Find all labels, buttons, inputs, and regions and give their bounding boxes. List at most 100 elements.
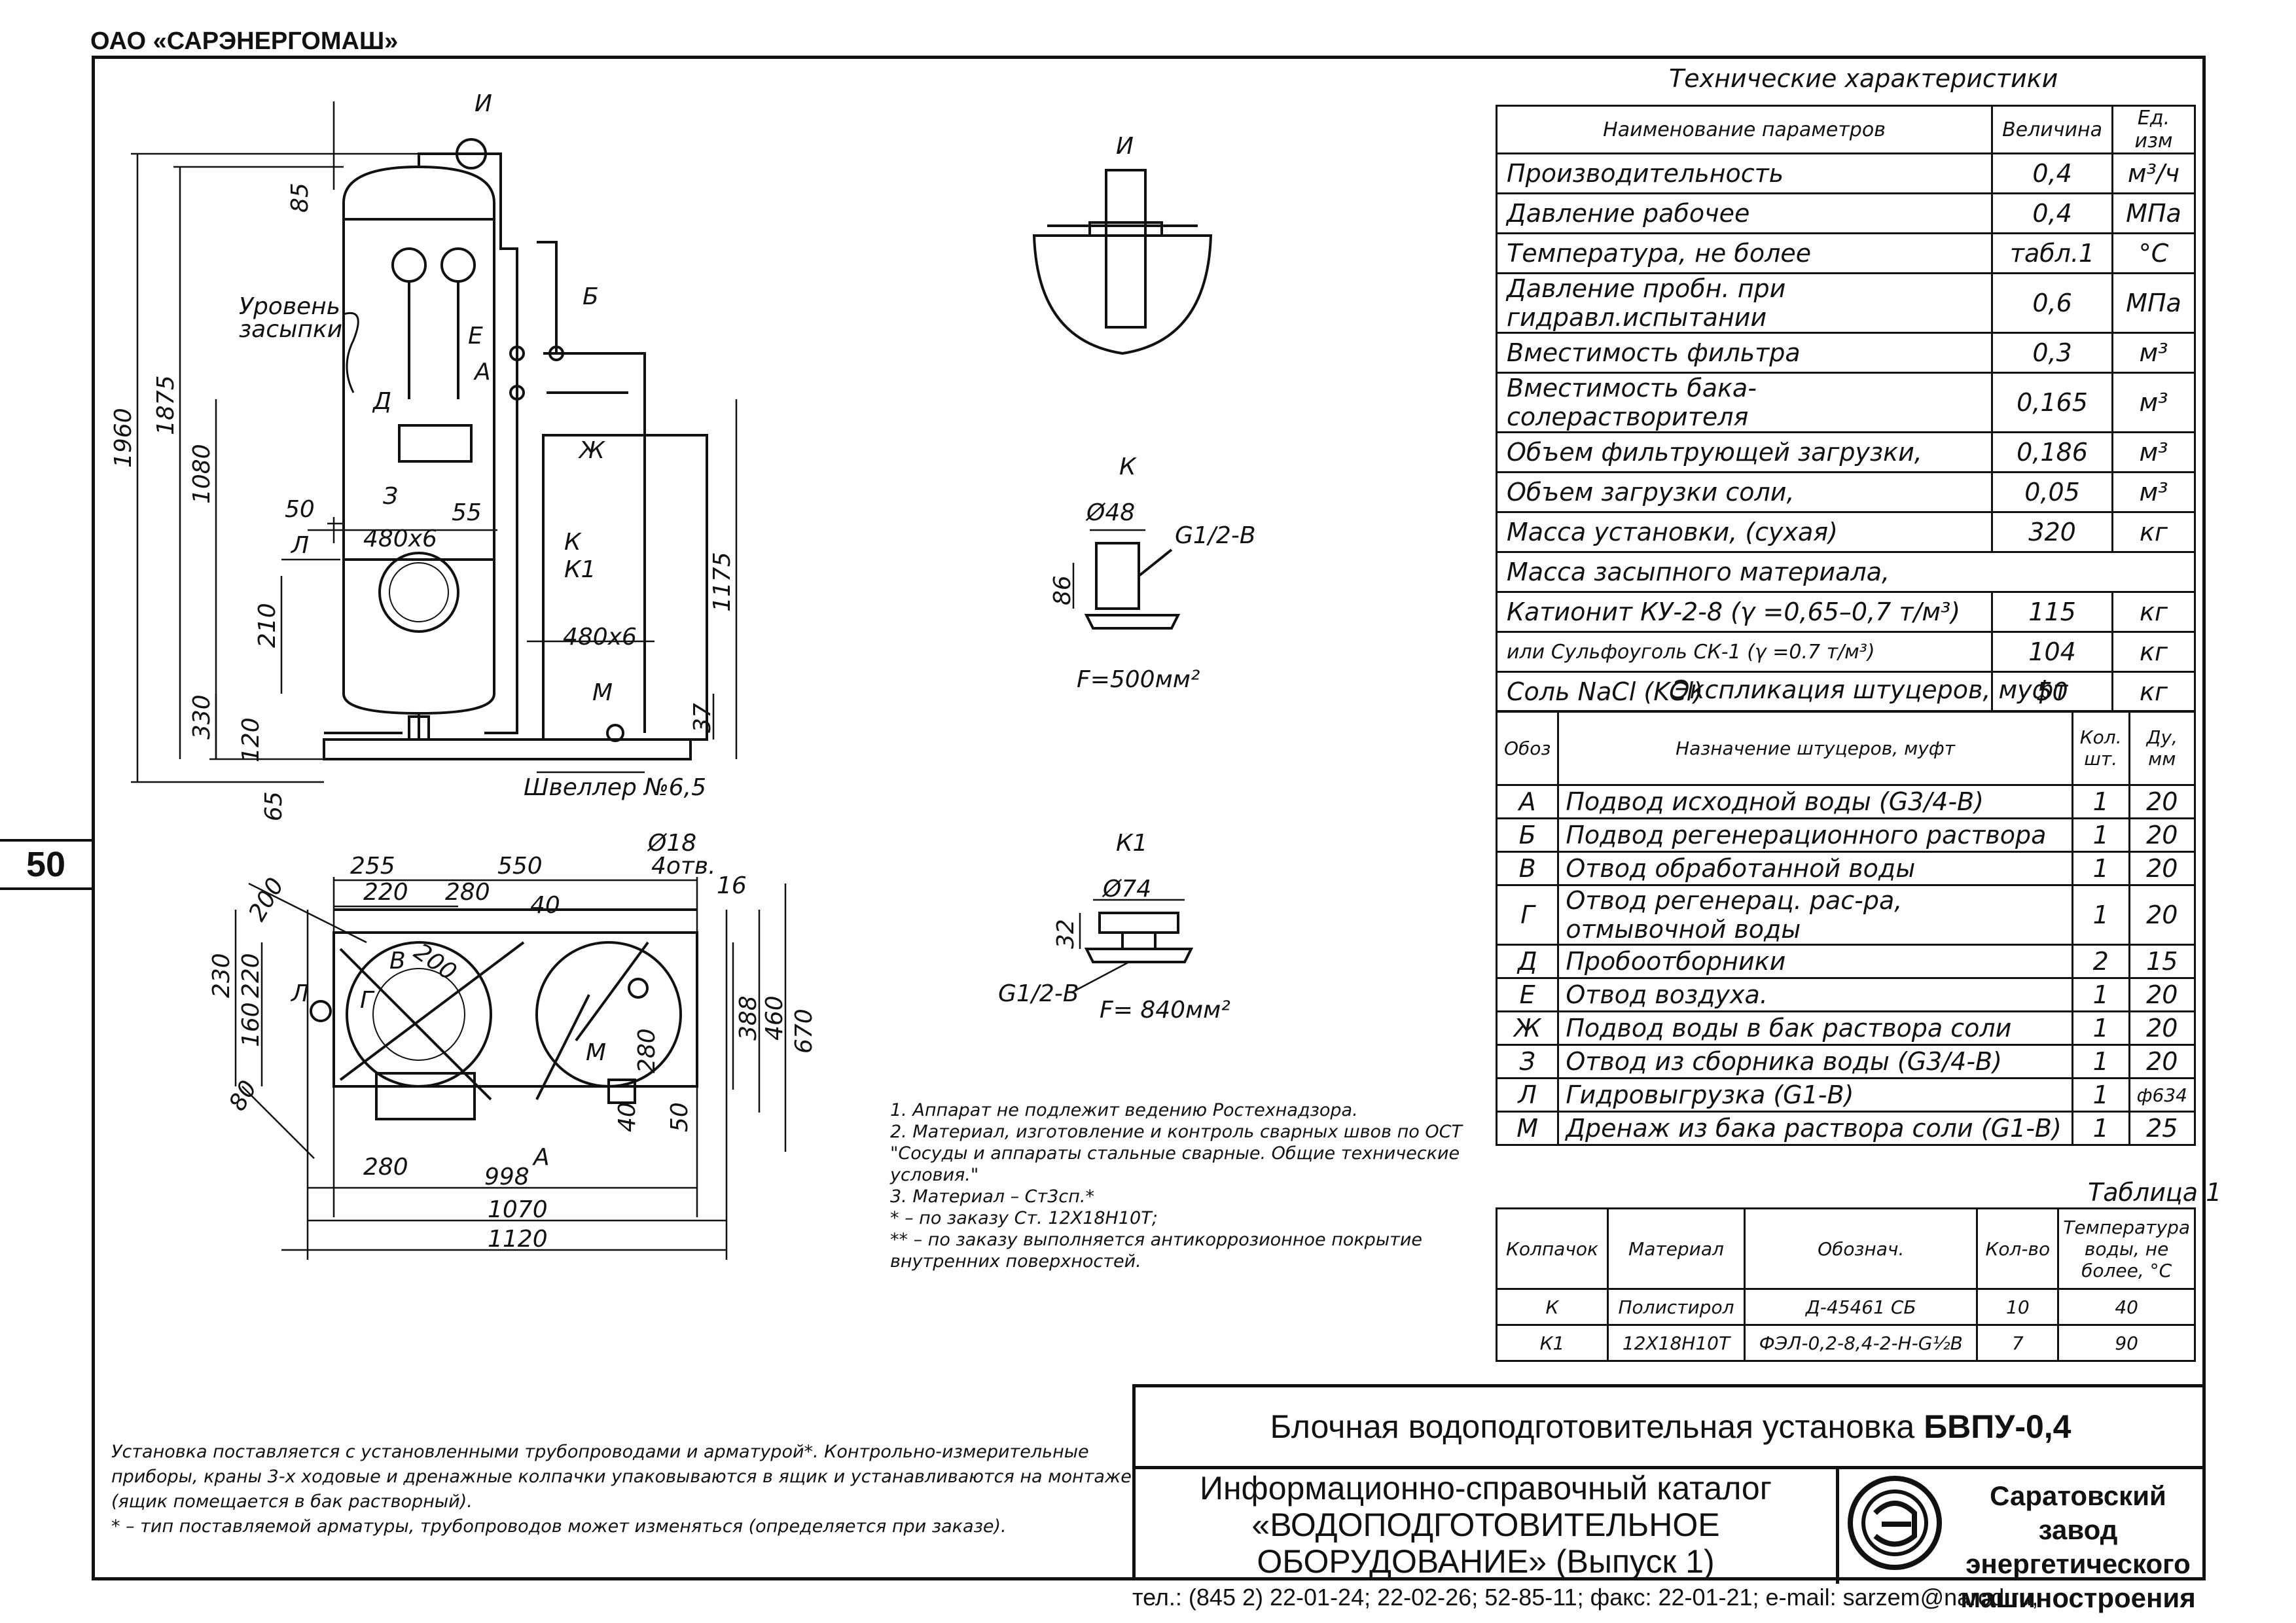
plan-filter-circle bbox=[346, 941, 492, 1088]
plan-mark-a: А bbox=[532, 1144, 550, 1171]
detail-i-shell bbox=[1032, 234, 1213, 355]
plan-dim-255: 255 bbox=[350, 853, 395, 880]
manufacturer-name: Саратовский завод энергетического машино… bbox=[1947, 1479, 2209, 1615]
mark-z: З bbox=[383, 483, 398, 510]
page-number: 50 bbox=[0, 839, 92, 890]
header-cell: Кол. шт. bbox=[2071, 710, 2130, 786]
plan-dim-80: 80 bbox=[224, 1076, 262, 1115]
mark-m: М bbox=[592, 679, 613, 706]
dim-1080: 1080 bbox=[188, 444, 215, 504]
param-unit: м³ bbox=[2111, 431, 2196, 473]
fitting-qty: 1 bbox=[2071, 1111, 2130, 1146]
detail-k1-dia: Ø74 bbox=[1102, 876, 1151, 902]
fitting-dn: 20 bbox=[2128, 851, 2197, 886]
plan-dim-200b: 200 bbox=[409, 938, 461, 986]
table-header-row: Наименование параметров Величина Ед. изм bbox=[1495, 105, 2196, 154]
plan-dim-hole-dia: Ø18 bbox=[647, 830, 696, 857]
dim-1960: 1960 bbox=[110, 408, 137, 468]
detail-i-label: И bbox=[1116, 133, 1134, 160]
specs-title: Технические характеристики bbox=[1669, 64, 2058, 93]
plan-dim-280b: 280 bbox=[363, 1154, 408, 1181]
fitting-qty: 2 bbox=[2071, 944, 2130, 979]
title-prefix: Блочная водоподготовительная установка bbox=[1270, 1408, 1915, 1445]
param-unit: кг bbox=[2111, 671, 2196, 713]
detail-k-label: К bbox=[1119, 454, 1137, 480]
plan-dim-50: 50 bbox=[666, 1102, 693, 1132]
note-line: * – по заказу Ст. 12Х18Н10Т; bbox=[890, 1208, 1158, 1228]
param-name: Масса установки, (сухая) bbox=[1495, 511, 1994, 553]
mark-a: А bbox=[473, 359, 491, 385]
plan-dim-160: 160 bbox=[238, 1002, 264, 1047]
fitting-dn: 20 bbox=[2128, 817, 2197, 853]
plan-dim-220b: 220 bbox=[238, 953, 264, 998]
fitting-code: М bbox=[1495, 1111, 1560, 1146]
plan-dim-280: 280 bbox=[445, 879, 490, 906]
fitting-dn: ф634 bbox=[2128, 1077, 2197, 1113]
fitting-purpose: Подвод воды в бак раствора соли bbox=[1557, 1010, 2073, 1046]
table-row: Масса засыпного материала, bbox=[1496, 551, 2196, 593]
fitting-code: Ж bbox=[1495, 1010, 1560, 1046]
detail-k-dia: Ø48 bbox=[1085, 499, 1135, 526]
header-cell: Обознач. bbox=[1744, 1207, 1979, 1290]
param-name: Давление рабочее bbox=[1495, 192, 1994, 234]
param-unit: МПа bbox=[2111, 272, 2196, 334]
dim-120: 120 bbox=[238, 717, 264, 762]
param-name: Производительность bbox=[1495, 152, 1994, 194]
param-unit: кг bbox=[2111, 511, 2196, 553]
param-value: 320 bbox=[1991, 511, 2113, 553]
detail-k-cap bbox=[1095, 542, 1140, 610]
mark-k: К bbox=[564, 529, 582, 556]
fitting-qty: 1 bbox=[2071, 784, 2130, 819]
fitting-purpose: Дренаж из бака раствора соли (G1-В) bbox=[1557, 1111, 2073, 1146]
fitting-dn: 20 bbox=[2128, 977, 2197, 1012]
param-name: Объем загрузки соли, bbox=[1495, 471, 1994, 513]
detail-k-thread: G1/2-В bbox=[1175, 522, 1256, 549]
param-name: Катионит КУ-2-8 (γ =0,65–0,7 т/м³) bbox=[1495, 591, 1994, 633]
fitting-dn: 15 bbox=[2128, 944, 2197, 979]
fitting-purpose: Пробоотборники bbox=[1557, 944, 2073, 979]
title-block-title: Блочная водоподготовительная установка Б… bbox=[1136, 1387, 2206, 1469]
fitting-dn: 25 bbox=[2128, 1111, 2197, 1146]
fitting-code: З bbox=[1495, 1044, 1560, 1079]
maker-line: энергетического bbox=[1965, 1548, 2191, 1579]
detail-k1-area: F= 840мм² bbox=[1100, 997, 1230, 1024]
detail-k1-cap bbox=[1098, 912, 1179, 934]
param-name: Вместимость бака-солерастворителя bbox=[1495, 372, 1994, 433]
fitting-purpose: Отвод регенерац. рас-ра, отмывочной воды bbox=[1557, 884, 2073, 946]
plan-dim-holes: 4отв. bbox=[651, 853, 716, 880]
fitting-qty: 1 bbox=[2071, 1077, 2130, 1113]
param-value: 0,165 bbox=[1991, 372, 2113, 433]
header-cell: Величина bbox=[1991, 105, 2113, 154]
manhole-circle bbox=[378, 552, 459, 633]
fitting-purpose: Отвод из сборника воды (G3/4-В) bbox=[1557, 1044, 2073, 1079]
company-logo-icon bbox=[1848, 1476, 1942, 1570]
dim-1875: 1875 bbox=[152, 375, 179, 435]
mark-b: Б bbox=[583, 283, 599, 310]
table1-title: Таблица 1 bbox=[2088, 1178, 2222, 1207]
title-model: БВПУ-0,4 bbox=[1924, 1408, 2072, 1445]
fitting-dn: 20 bbox=[2128, 1044, 2197, 1079]
fitting-qty: 1 bbox=[2071, 977, 2130, 1012]
table-header-row: Колпачок Материал Обознач. Кол-во Темпер… bbox=[1496, 1207, 2196, 1290]
fitting-qty: 1 bbox=[2071, 817, 2130, 853]
header-cell: Материал bbox=[1606, 1207, 1746, 1290]
plan-dim-220: 220 bbox=[363, 879, 408, 906]
drawing-notes: 1. Аппарат не подлежит ведению Ростехнад… bbox=[890, 1099, 1466, 1272]
param-unit: м³/ч bbox=[2111, 152, 2196, 194]
param-name: Вместимость фильтра bbox=[1495, 332, 1994, 374]
fitting-purpose: Гидровыгрузка (G1-В) bbox=[1557, 1077, 2073, 1113]
cap-qty: 7 bbox=[1976, 1324, 2060, 1362]
